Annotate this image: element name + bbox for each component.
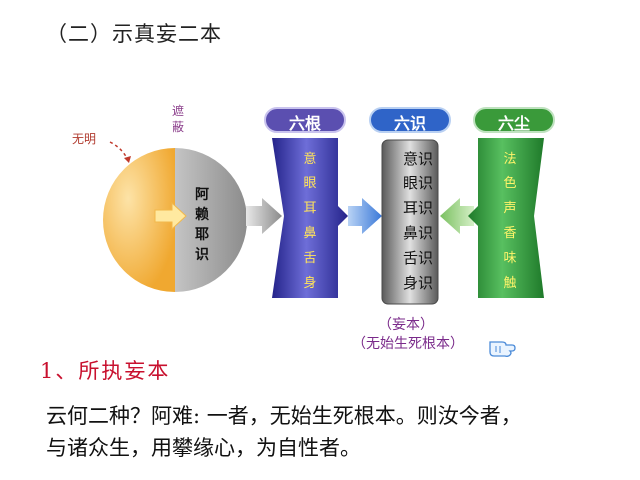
liugen-item: 耳 — [303, 201, 317, 216]
liushi-column — [381, 139, 439, 305]
header-liushi: 六识 — [393, 114, 426, 133]
liugen-item: 身 — [303, 276, 317, 291]
alaya-label-char: 耶 — [195, 227, 209, 243]
annotation-wuming: 无明 — [72, 132, 97, 146]
liushi-item: 意识 — [402, 150, 433, 168]
dashed-arrow-icon — [109, 141, 131, 163]
alaya-label-char: 赖 — [195, 207, 209, 223]
liushi-item: 舌识 — [402, 249, 433, 267]
annotation-zhebi-char: 遮 — [171, 104, 184, 118]
caption-wangben: （妄本） — [378, 317, 434, 333]
liugen-item: 鼻 — [303, 226, 317, 241]
header-liuchen: 六尘 — [497, 114, 530, 133]
header-liugen: 六根 — [288, 114, 321, 133]
pointing-hand-icon — [489, 341, 516, 357]
liugen-item: 眼 — [303, 176, 317, 191]
header-liuchen-pill — [473, 107, 555, 133]
liuchen-item: 香 — [503, 226, 517, 241]
liugen-column — [272, 138, 348, 298]
liuchen-item: 色 — [503, 176, 517, 191]
page-title: （二）示真妄二本 — [46, 22, 222, 46]
liushi-item: 耳识 — [402, 199, 433, 217]
header-liushi-pill — [369, 107, 451, 133]
arrow-gen-to-shi — [348, 198, 382, 234]
inner-arrow-icon — [154, 201, 187, 231]
liuchen-item: 触 — [503, 276, 517, 291]
header-liugen-pill — [264, 107, 346, 133]
liuchen-item: 法 — [503, 152, 517, 167]
section-heading: 1、所执妄本 — [40, 359, 171, 383]
arrow-circle-to-gen — [246, 198, 282, 234]
liushi-item: 身识 — [402, 274, 433, 292]
liushi-item: 鼻识 — [402, 224, 433, 242]
body-text-line: 云何二种？阿难: 一者，无始生死根本。则汝今者， — [46, 404, 522, 428]
liuchen-item: 声 — [503, 201, 517, 216]
alaya-label-char: 识 — [195, 247, 209, 263]
liugen-item: 意 — [303, 152, 317, 167]
alaya-label-char: 阿 — [195, 187, 209, 203]
alaya-circle — [103, 148, 247, 292]
arrow-chen-to-shi — [440, 198, 474, 234]
liuchen-item: 味 — [503, 251, 517, 266]
caption-wushi-shengsi: （无始生死根本） — [352, 336, 464, 352]
liuchen-column — [468, 138, 544, 298]
liugen-item: 舌 — [303, 251, 317, 266]
annotation-zhebi-char: 蔽 — [171, 120, 184, 134]
liushi-item: 眼识 — [402, 174, 433, 192]
body-text-line: 与诸众生，用攀缘心，为自性者。 — [46, 436, 361, 460]
